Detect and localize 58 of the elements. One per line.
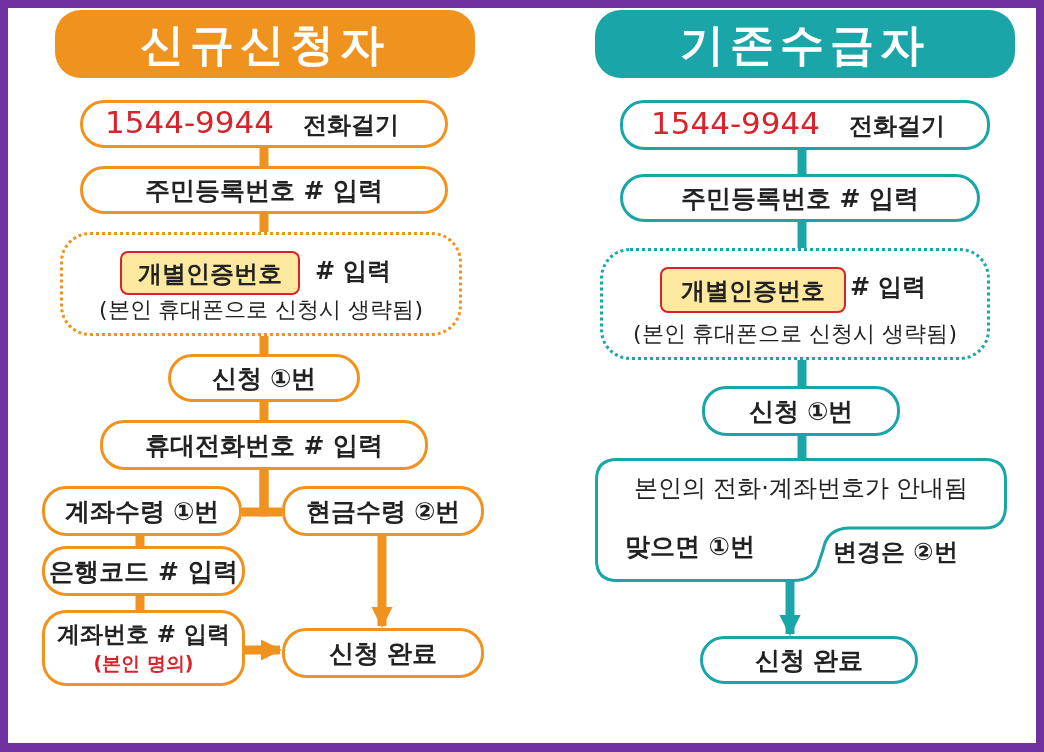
step-box bbox=[42, 486, 242, 536]
connector-line bbox=[135, 596, 145, 610]
step-text: 전화걸기 bbox=[849, 111, 945, 142]
highlight-text: 개별인증번호 bbox=[680, 276, 826, 307]
step-box bbox=[282, 628, 484, 678]
arrow bbox=[779, 582, 801, 637]
connector-line bbox=[259, 402, 269, 420]
step-text: 은행코드 # 입력 bbox=[48, 556, 239, 588]
step-text: 현금수령 ②번 bbox=[304, 496, 462, 528]
highlight-box bbox=[660, 267, 846, 313]
step-text: 본인의 전화·계좌번호가 안내됨 bbox=[632, 473, 970, 504]
step-text: 신청 ①번 bbox=[210, 363, 318, 395]
step-box bbox=[620, 174, 980, 222]
title-banner bbox=[595, 10, 1015, 78]
step-text: 계좌수령 ①번 bbox=[63, 496, 221, 528]
step-box bbox=[620, 100, 990, 150]
step-box bbox=[100, 420, 428, 470]
step-box bbox=[700, 636, 918, 684]
banner-title: 기존수급자 bbox=[679, 18, 931, 72]
connector-line bbox=[259, 336, 269, 354]
note-text: (본인 명의) bbox=[92, 651, 195, 676]
step-text: # 입력 bbox=[315, 256, 392, 287]
step-box bbox=[80, 166, 448, 214]
step-text: 신청 완료 bbox=[327, 638, 439, 670]
step-text: 신청 완료 bbox=[753, 645, 865, 677]
connector-line bbox=[797, 222, 807, 248]
connector-line bbox=[797, 360, 807, 386]
step-box bbox=[80, 100, 448, 148]
option-text: 변경은 ②번 bbox=[833, 537, 958, 568]
step-text: 주민등록번호 # 입력 bbox=[679, 183, 921, 215]
step-box bbox=[282, 486, 484, 536]
connector-line bbox=[135, 536, 145, 546]
step-box bbox=[42, 546, 245, 596]
note-text: (본인 휴대폰으로 신청시 생략됨) bbox=[631, 320, 959, 348]
title-banner bbox=[55, 10, 475, 78]
highlight-text: 개별인증번호 bbox=[137, 259, 283, 290]
step-box bbox=[42, 610, 245, 686]
arrow bbox=[245, 639, 283, 661]
phone-number: 1544-9944 bbox=[651, 105, 820, 141]
step-text: # 입력 bbox=[850, 272, 927, 303]
connector-line bbox=[259, 148, 269, 166]
step-text: 주민등록번호 # 입력 bbox=[143, 175, 385, 207]
connector-line bbox=[797, 436, 807, 458]
step-box bbox=[168, 354, 360, 402]
step-text: 휴대전화번호 # 입력 bbox=[143, 430, 385, 462]
step-box bbox=[702, 386, 900, 436]
connector-line bbox=[797, 150, 807, 174]
banner-title: 신규신청자 bbox=[139, 18, 391, 72]
connector-line bbox=[259, 470, 282, 517]
option-text: 맞으면 ①번 bbox=[625, 531, 755, 563]
arrow bbox=[371, 536, 393, 629]
step-text: 계좌번호 # 입력 bbox=[55, 620, 232, 649]
step-text: 신청 ①번 bbox=[747, 396, 855, 428]
highlight-box bbox=[120, 251, 300, 295]
phone-number: 1544-9944 bbox=[105, 104, 274, 140]
connector-line bbox=[259, 214, 269, 232]
note-text: (본인 휴대폰으로 신청시 생략됨) bbox=[97, 296, 425, 324]
step-text: 전화걸기 bbox=[303, 110, 399, 141]
